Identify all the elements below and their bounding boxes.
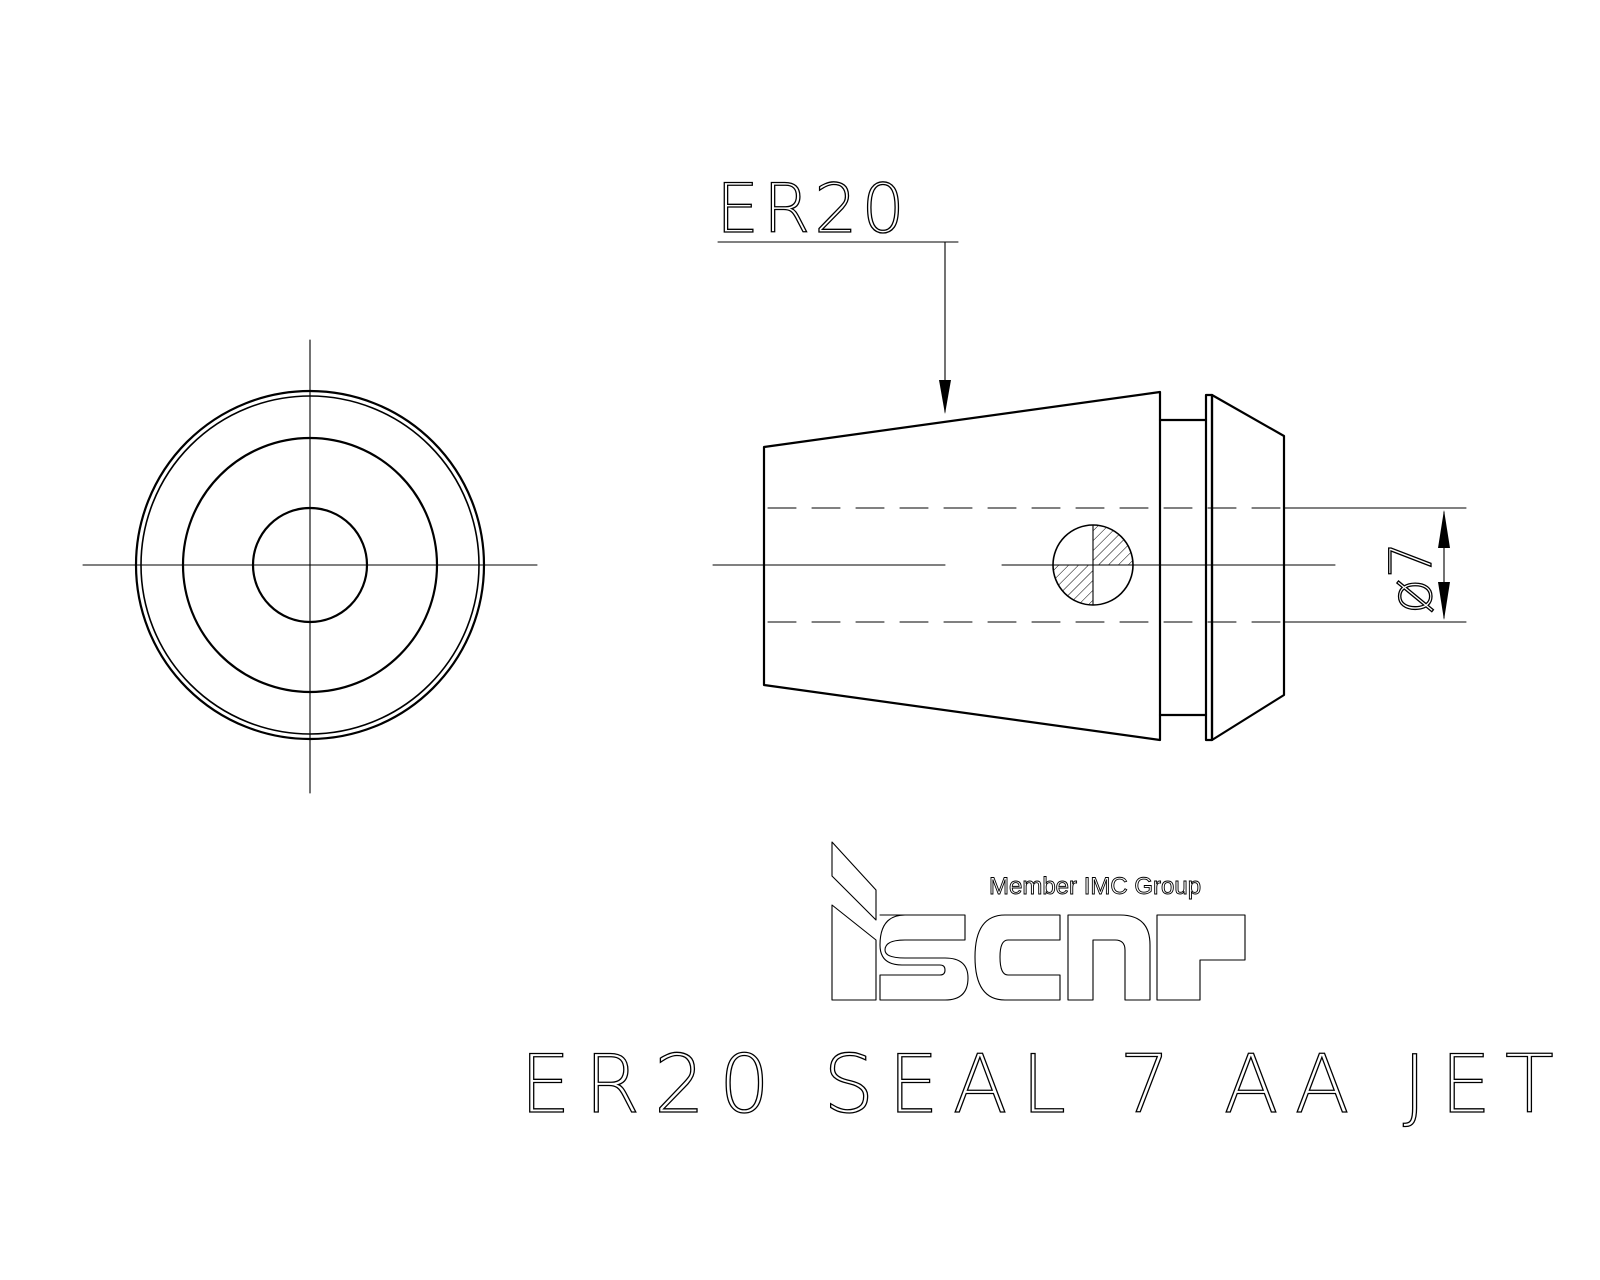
logo-letter-i-top bbox=[831, 841, 877, 921]
er20-leader: ER20 bbox=[715, 169, 959, 414]
logo-tagline: Member IMC Group bbox=[989, 873, 1201, 900]
logo-letter-s bbox=[879, 914, 969, 1001]
logo-letter-a bbox=[1067, 914, 1151, 1001]
flange-chamfered-head bbox=[1210, 393, 1286, 742]
center-of-gravity-symbol bbox=[1052, 524, 1134, 606]
dimension-label: ø7 bbox=[1377, 542, 1445, 614]
dimension-arrow-bottom bbox=[1438, 582, 1450, 620]
front-view-middle-circle bbox=[181, 436, 439, 694]
leader-arrowhead bbox=[939, 380, 951, 414]
company-logo: Member IMC Group bbox=[831, 841, 1246, 1001]
front-view bbox=[82, 339, 538, 794]
tapered-body-outline bbox=[762, 390, 1162, 742]
side-view bbox=[712, 390, 1336, 742]
leader-label: ER20 bbox=[716, 170, 909, 249]
front-view-outer-circle-inner-edge bbox=[140, 395, 480, 735]
diameter-dimension: ø7 bbox=[1283, 507, 1467, 623]
front-view-bore-circle bbox=[251, 506, 369, 624]
part-title: ER20 SEAL 7 AA JET bbox=[520, 1038, 1568, 1131]
front-view-outer-circle bbox=[134, 389, 486, 741]
logo-letter-i-stem bbox=[831, 904, 877, 1001]
logo-letter-c bbox=[974, 914, 1061, 1001]
dimension-arrow-top bbox=[1438, 510, 1450, 548]
logo-letter-r bbox=[1156, 914, 1246, 1001]
